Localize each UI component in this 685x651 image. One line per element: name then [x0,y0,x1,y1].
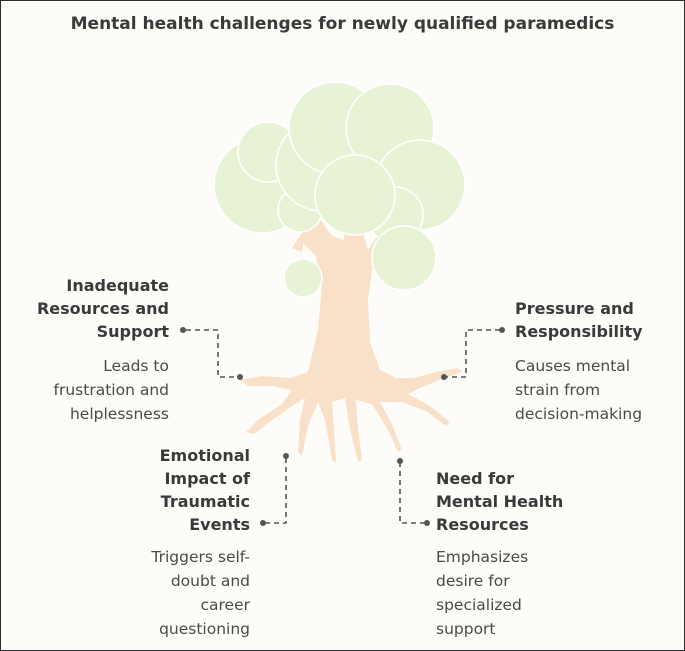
heading-line: Inadequate [66,276,169,295]
heading-line: Resources and [36,299,169,318]
description-line: specialized [436,596,522,614]
tree-foliage [213,81,466,298]
branch-description-pressure-responsibility: Causes mental strain from decision-makin… [515,354,680,426]
branch-heading-pressure-responsibility: Pressure and Responsibility [515,297,680,343]
heading-line: Impact of [164,469,250,488]
diagram-title: Mental health challenges for newly quali… [70,14,615,34]
description-line: frustration and [53,381,169,399]
description-line: Emphasizes [436,548,529,566]
description-line: strain from [515,381,601,399]
branch-description-inadequate-resources: Leads to frustration and helplessness [14,354,169,426]
heading-line: Need for [436,469,514,488]
heading-line: Resources [436,515,529,534]
connector-dots [180,327,505,526]
description-line: support [436,620,496,638]
heading-line: Support [96,322,169,341]
description-line: decision-making [515,405,643,423]
heading-line: Events [189,515,250,534]
description-line: Triggers self- [151,548,250,566]
heading-line: Pressure and [515,299,634,318]
heading-line: Responsibility [515,322,643,341]
heading-line: Mental Health [436,492,564,511]
branch-description-emotional-impact: Triggers self- doubt and career question… [95,545,250,641]
branch-heading-need-resources: Need for Mental Health Resources [436,467,606,536]
heading-line: Emotional [159,446,250,465]
description-line: questioning [159,620,250,638]
connector-lines [186,329,500,524]
branch-heading-emotional-impact: Emotional Impact of Traumatic Events [95,444,250,536]
branch-description-need-resources: Emphasizes desire for specialized suppor… [436,545,606,641]
description-line: helplessness [69,405,169,423]
description-line: career [200,596,251,614]
description-line: Causes mental [515,357,631,375]
description-line: doubt and [170,572,250,590]
branch-heading-inadequate-resources: Inadequate Resources and Support [14,274,169,343]
description-line: desire for [436,572,510,590]
description-line: Leads to [103,357,169,375]
heading-line: Traumatic [160,492,250,511]
